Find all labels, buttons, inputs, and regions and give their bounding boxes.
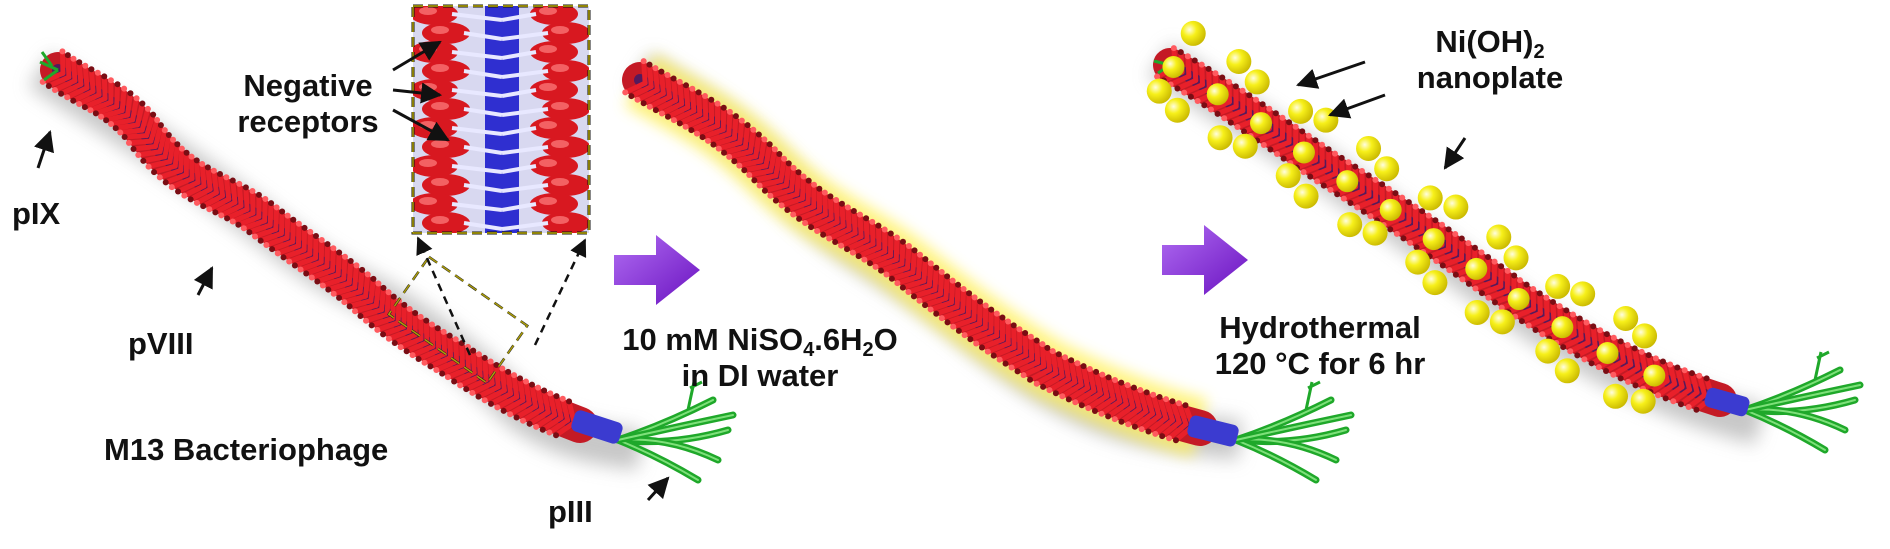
label-piii: pIII bbox=[548, 494, 593, 529]
piii-tail-middle bbox=[1232, 380, 1355, 484]
process-arrow-1 bbox=[614, 235, 700, 305]
label-nanoplate: Ni(OH)2 nanoplate bbox=[1390, 24, 1590, 96]
inset-negative-receptors bbox=[411, 4, 591, 356]
pix-tip bbox=[39, 51, 59, 82]
phage-stage1 bbox=[28, 48, 737, 484]
label-nanoplate-line1: Ni(OH)2 bbox=[1435, 24, 1545, 63]
label-step1-line1: 10 mM NiSO4.6H2O bbox=[622, 322, 898, 361]
label-negative-receptors-line2: receptors bbox=[237, 104, 379, 139]
label-m13-bacteriophage: M13 Bacteriophage bbox=[104, 432, 389, 467]
nanoplates bbox=[1146, 20, 1666, 414]
piii-tail-right bbox=[1741, 350, 1864, 454]
label-step1-line2: in DI water bbox=[681, 358, 839, 393]
phage-stage3 bbox=[1146, 20, 1864, 454]
piii-tail-left bbox=[614, 380, 737, 484]
label-step1: 10 mM NiSO4.6H2O in DI water bbox=[595, 322, 925, 394]
label-nanoplate-line2: nanoplate bbox=[1416, 60, 1564, 95]
process-arrow-2 bbox=[1162, 225, 1248, 295]
pviii-coat-middle bbox=[622, 58, 1196, 444]
phage-stage2 bbox=[622, 53, 1355, 484]
label-negative-receptors: Negative receptors bbox=[228, 68, 388, 140]
label-negative-receptors-line1: Negative bbox=[243, 68, 373, 103]
label-pix: pIX bbox=[12, 196, 61, 231]
label-step2: Hydrothermal 120 °C for 6 hr bbox=[1180, 310, 1460, 382]
pviii-coat-left bbox=[39, 48, 577, 439]
label-pviii: pVIII bbox=[128, 326, 194, 361]
label-step2-line2: 120 °C for 6 hr bbox=[1214, 346, 1426, 381]
callout-arrows-stage1 bbox=[34, 40, 670, 502]
label-step2-line1: Hydrothermal bbox=[1219, 310, 1421, 345]
callout-arrows-stage3 bbox=[1296, 60, 1467, 170]
